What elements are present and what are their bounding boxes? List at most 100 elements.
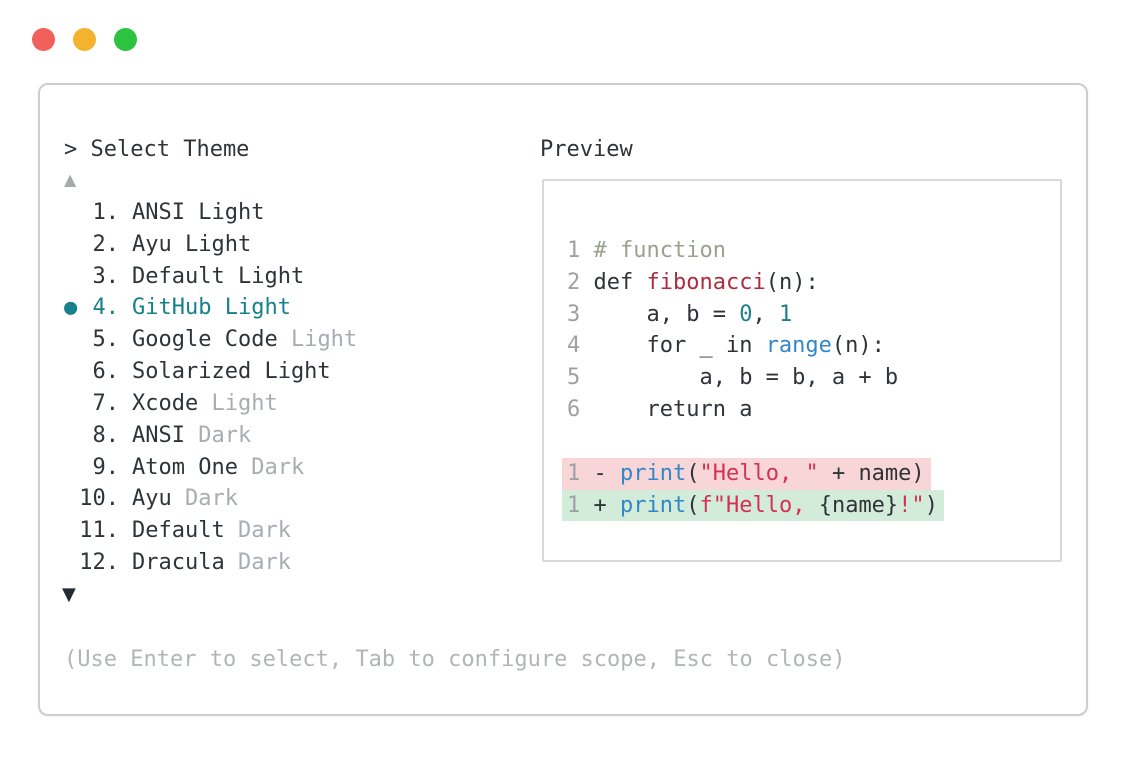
diff-added-line: 1 + print(f"Hello, {name}!") xyxy=(562,489,1054,522)
code-token: + name) xyxy=(818,460,925,486)
theme-name: Google Code xyxy=(132,327,278,353)
code-token: # function xyxy=(593,238,726,263)
code-token: range xyxy=(765,333,832,359)
code-line: 5 a, b = b, a + b xyxy=(567,362,1054,394)
theme-item[interactable]: 7. Xcode Light xyxy=(40,388,510,420)
code-token: def xyxy=(593,269,647,295)
line-number: 4 xyxy=(567,333,581,359)
code-token: return a xyxy=(593,397,753,423)
line-number: 2 xyxy=(567,269,581,295)
close-button[interactable] xyxy=(32,28,55,51)
window-controls xyxy=(32,28,137,51)
theme-item[interactable]: 2. Ayu Light xyxy=(40,229,510,261)
code-line: 1 # function xyxy=(567,235,1054,267)
theme-number: 6. xyxy=(92,359,120,385)
dialog-title: > Select Theme xyxy=(64,137,250,162)
theme-name-muted: Light xyxy=(198,390,278,416)
code-line: 3 a, b = 0, 1 xyxy=(567,299,1054,331)
theme-item[interactable]: 6. Solarized Light xyxy=(40,356,510,388)
diff-highlight: 1 - print("Hello, " + name) xyxy=(562,457,931,490)
theme-name-muted: Dark xyxy=(237,454,305,480)
line-number: 1 xyxy=(567,460,581,486)
selected-bullet-icon: ● xyxy=(64,295,78,321)
theme-number: 11. xyxy=(79,518,119,544)
line-number: 5 xyxy=(567,365,581,391)
code-token: a, b = b, a + b xyxy=(593,365,899,391)
theme-name: Ayu Light xyxy=(132,231,252,257)
code-token: , xyxy=(752,301,779,327)
theme-list: 1. ANSI Light 2. Ayu Light 3. Default Light ● 4… xyxy=(40,197,510,579)
theme-name-muted: Dark xyxy=(184,422,252,448)
diff-highlight: 1 + print(f"Hello, {name}!") xyxy=(562,489,944,522)
code-token: f"Hello, xyxy=(699,492,819,518)
code-token: - xyxy=(593,460,620,486)
theme-name-muted: Dark xyxy=(224,518,291,544)
diff-removed-line: 1 - print("Hello, " + name) xyxy=(562,457,1054,490)
theme-number: 3. xyxy=(92,263,120,289)
code-token: 0 xyxy=(739,301,753,327)
theme-item[interactable]: 11. Default Dark xyxy=(40,515,510,547)
code-line: 2 def fibonacci(n): xyxy=(567,267,1054,299)
theme-item[interactable]: 8. ANSI Dark xyxy=(40,420,510,452)
theme-name: Atom One xyxy=(132,454,238,480)
theme-name: Default Light xyxy=(132,263,305,289)
theme-number: 5. xyxy=(92,327,120,353)
theme-number: 10. xyxy=(79,486,119,512)
theme-item[interactable]: 9. Atom One Dark xyxy=(40,452,510,484)
code-token: 1 xyxy=(778,301,793,327)
code-token: print xyxy=(620,492,687,518)
code-token: fibonacci xyxy=(646,269,766,295)
code-token: (n): xyxy=(831,333,885,359)
theme-name: Default xyxy=(132,518,225,544)
code-token: ( xyxy=(686,460,700,486)
theme-item[interactable]: 5. Google Code Light xyxy=(40,324,510,356)
code-token: ) xyxy=(924,492,938,518)
code-token: {name} xyxy=(818,492,899,518)
code-line: 6 return a xyxy=(567,394,1054,426)
theme-name: Dracula xyxy=(132,550,225,576)
theme-item[interactable]: 12. Dracula Dark xyxy=(40,547,510,579)
code-token: !" xyxy=(898,492,925,518)
theme-name: ANSI Light xyxy=(132,200,265,225)
scroll-up-icon[interactable]: ▲ xyxy=(64,170,77,189)
theme-name: Xcode xyxy=(132,390,199,416)
line-number: 1 xyxy=(567,492,581,518)
code-token: "Hello, " xyxy=(699,460,819,486)
theme-number: 9. xyxy=(92,454,120,480)
help-text: (Use Enter to select, Tab to configure s… xyxy=(64,647,846,672)
theme-number: 7. xyxy=(92,390,120,416)
theme-name: Ayu xyxy=(132,486,172,512)
theme-name-muted: Light xyxy=(277,327,358,353)
theme-item[interactable]: 10. Ayu Dark xyxy=(40,483,510,515)
theme-name: ANSI xyxy=(132,422,185,448)
theme-name-muted: Dark xyxy=(224,550,291,576)
code-token: + xyxy=(593,492,620,518)
maximize-button[interactable] xyxy=(114,28,137,51)
line-number: 3 xyxy=(567,301,581,327)
theme-name-muted: Dark xyxy=(171,486,238,512)
theme-name: Solarized Light xyxy=(132,359,331,385)
preview-title: Preview xyxy=(540,137,633,162)
code-token: (n): xyxy=(765,269,819,295)
code-line: 4 for _ in range(n): xyxy=(567,330,1054,362)
theme-number: 8. xyxy=(92,422,120,448)
line-number: 1 xyxy=(567,238,581,263)
code-token: ( xyxy=(686,492,700,518)
scroll-down-icon[interactable]: ▼ xyxy=(62,584,76,605)
theme-selector-dialog: > Select Theme ▲ 1. ANSI Light 2. Ayu Light… xyxy=(38,83,1088,716)
theme-number: 2. xyxy=(92,231,120,257)
theme-number: 4. xyxy=(92,295,120,321)
theme-item[interactable]: 3. Default Light xyxy=(40,261,510,293)
code-token: for _ in xyxy=(593,333,766,359)
minimize-button[interactable] xyxy=(73,28,96,51)
code-token: a, b = xyxy=(593,301,740,327)
theme-item[interactable]: 1. ANSI Light xyxy=(40,197,510,229)
theme-number: 1. xyxy=(92,200,120,225)
theme-number: 12. xyxy=(79,550,119,576)
theme-item[interactable]: ● 4. GitHub Light xyxy=(40,292,510,324)
code-token: print xyxy=(620,460,687,486)
theme-name: GitHub Light xyxy=(132,295,291,321)
